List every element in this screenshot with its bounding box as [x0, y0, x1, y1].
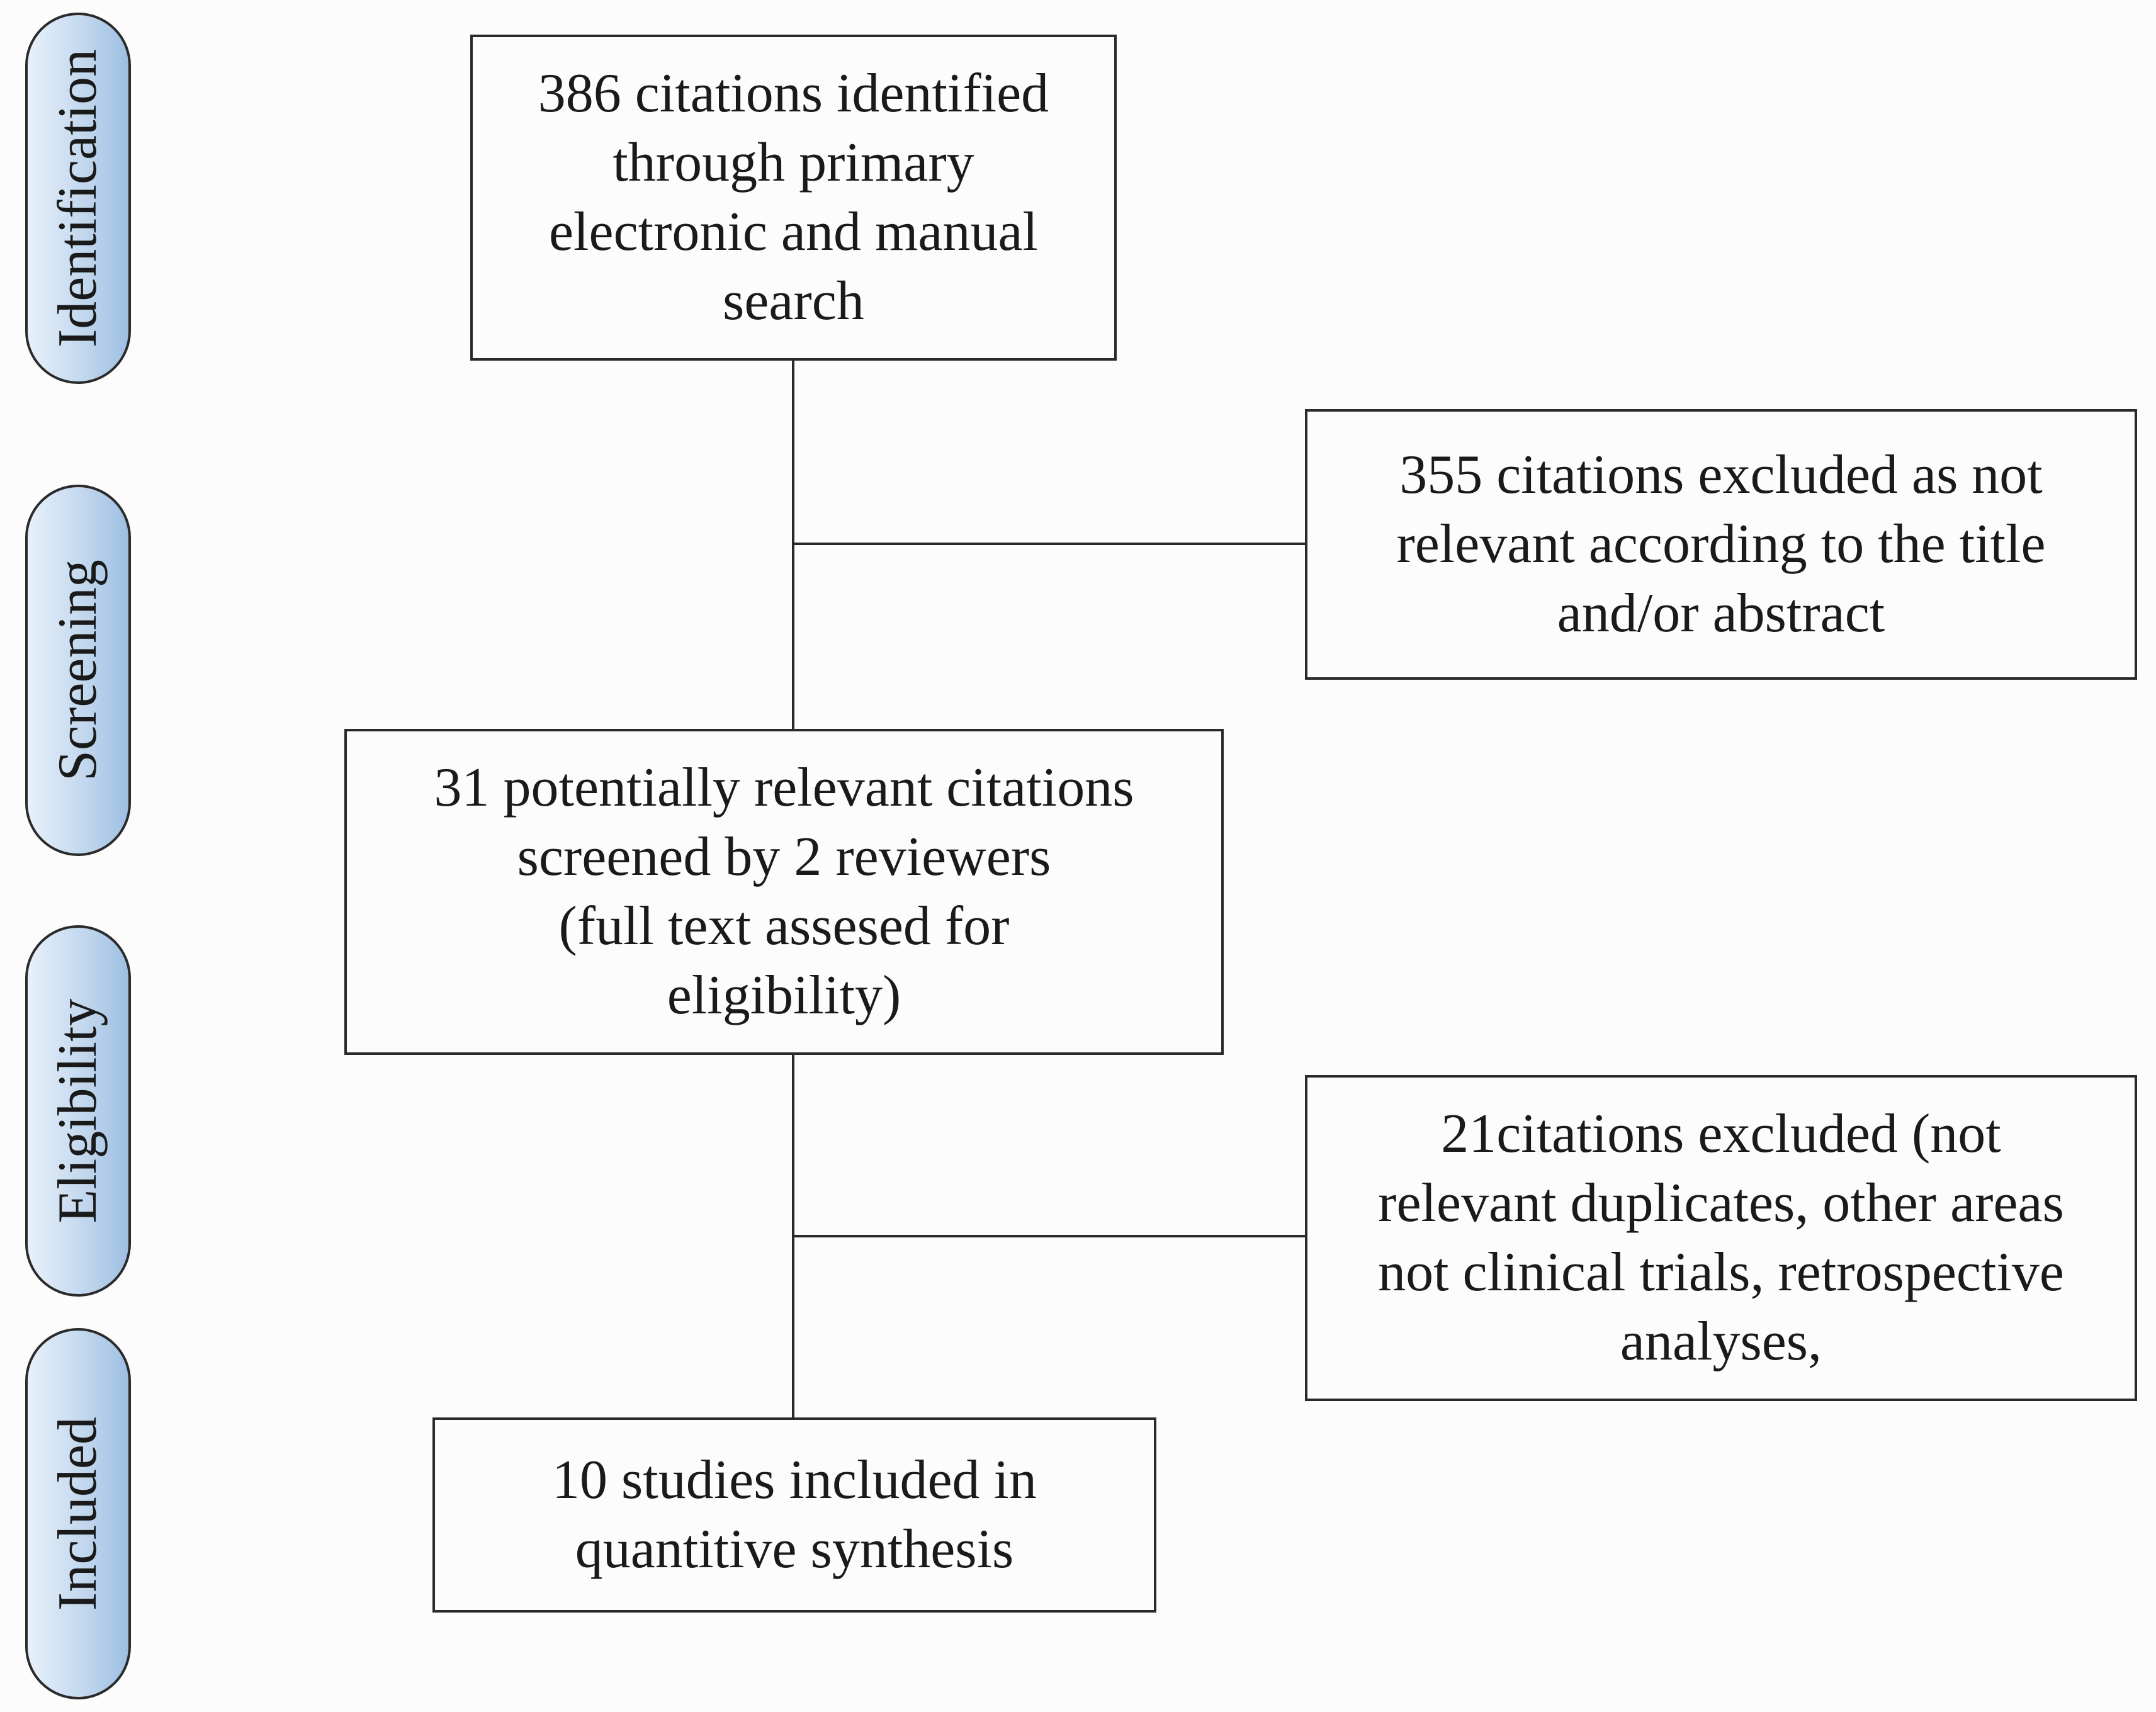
stage-eligibility: Eligibility	[25, 925, 131, 1297]
connector-horizontal-lower	[792, 1235, 1306, 1237]
box-excluded-title-abstract-text: 355 citations excluded as not relevant a…	[1396, 444, 2046, 644]
stage-identification-label: Identification	[47, 48, 108, 348]
stage-eligibility-label: Eligibility	[47, 998, 108, 1224]
stage-included: Included	[25, 1328, 131, 1699]
box-excluded-fulltext-text: 21citations excluded (not relevant dupli…	[1378, 1103, 2064, 1372]
stage-included-label: Included	[47, 1417, 108, 1611]
box-studies-included-text: 10 studies included in quantitive synthe…	[552, 1450, 1037, 1580]
box-screened-citations: 31 potentially relevant citations screen…	[344, 729, 1224, 1055]
box-screened-citations-text: 31 potentially relevant citations screen…	[434, 757, 1134, 1026]
box-studies-included: 10 studies included in quantitive synthe…	[432, 1417, 1156, 1613]
box-excluded-title-abstract: 355 citations excluded as not relevant a…	[1305, 409, 2137, 680]
connector-horizontal-upper	[792, 543, 1306, 545]
stage-screening: Screening	[25, 485, 131, 856]
box-citations-identified-text: 386 citations identified through primary…	[538, 63, 1049, 332]
box-excluded-fulltext: 21citations excluded (not relevant dupli…	[1305, 1075, 2137, 1401]
box-citations-identified: 386 citations identified through primary…	[470, 35, 1117, 361]
stage-identification: Identification	[25, 13, 131, 384]
stage-screening-label: Screening	[47, 560, 108, 781]
